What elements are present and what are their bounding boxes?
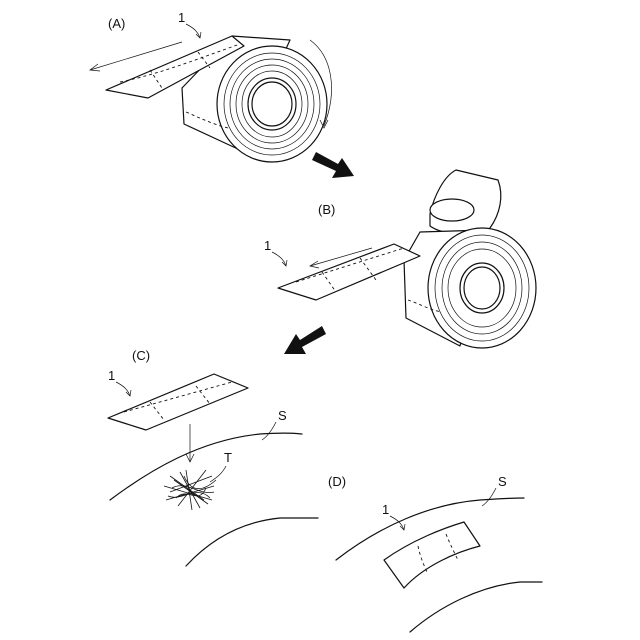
step-arrow-b-to-c <box>284 326 326 354</box>
panel-b-thumb <box>430 170 501 234</box>
panel-c-surface-label: S <box>278 408 287 423</box>
panel-c-target-label: T <box>224 450 232 465</box>
panel-c-surface-leader <box>262 422 276 440</box>
panel-c-ref: 1 <box>108 368 115 383</box>
panel-b-tape-roll <box>404 228 536 348</box>
step-arrow-a-to-b <box>312 152 354 178</box>
panel-b-ref: 1 <box>264 238 271 253</box>
panel-c: (C) 1 S T <box>108 348 318 566</box>
panel-d: (D) 1 S <box>328 474 542 632</box>
panel-d-ref: 1 <box>382 502 389 517</box>
panel-c-label: (C) <box>132 348 150 363</box>
panel-d-label: (D) <box>328 474 346 489</box>
panel-c-target-leader <box>210 466 226 482</box>
panel-a: (A) 1 <box>90 10 332 162</box>
panel-c-skin-lower <box>186 518 318 566</box>
panel-d-skin-lower <box>410 582 542 632</box>
panel-d-applied-strip <box>384 522 480 588</box>
panel-c-skin-upper <box>110 433 302 500</box>
panel-b-tape-strip <box>278 244 420 300</box>
panel-a-ref: 1 <box>178 10 185 25</box>
panel-b-label: (B) <box>318 202 335 217</box>
panel-a-label: (A) <box>108 16 125 31</box>
panel-c-tape-strip <box>108 374 248 430</box>
panel-c-hair-tuft <box>164 470 216 510</box>
panel-d-surface-leader <box>482 488 496 506</box>
panel-b: (B) 1 <box>264 170 536 348</box>
panel-d-surface-label: S <box>498 474 507 489</box>
